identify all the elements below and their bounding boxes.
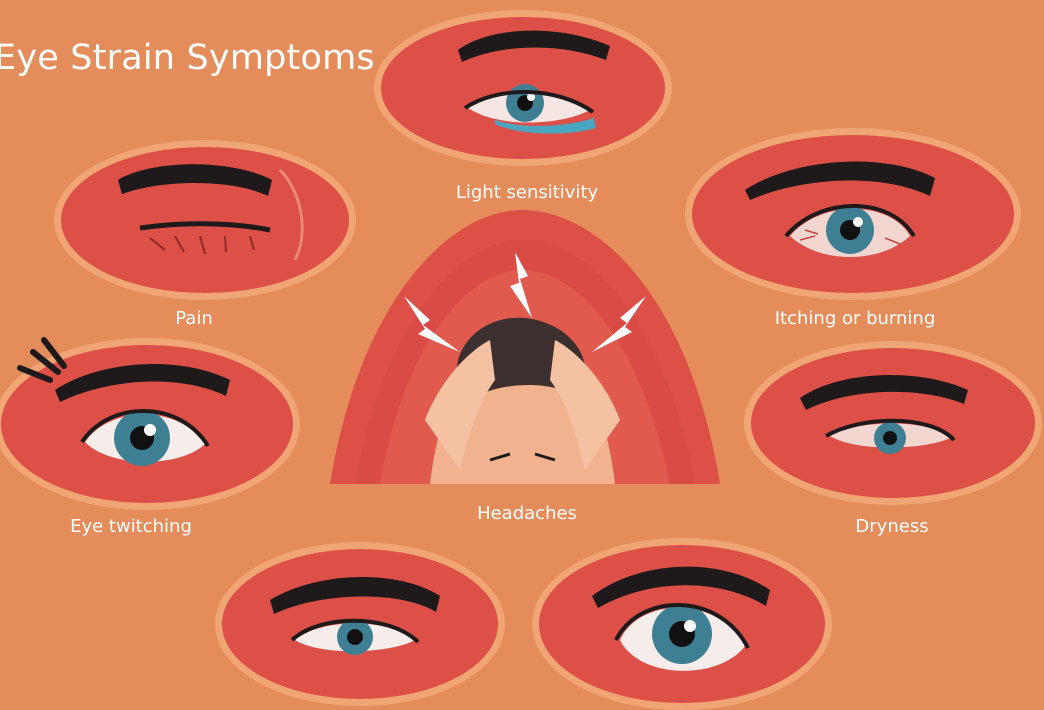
label-eye-twitching: Eye twitching xyxy=(70,516,192,537)
label-headaches: Headaches xyxy=(477,503,577,524)
page-title: Eye Strain Symptoms xyxy=(0,38,375,78)
headache-person-icon xyxy=(330,210,720,484)
bloodshot-eye-icon xyxy=(685,128,1021,300)
tired-eye-icon xyxy=(215,542,505,706)
label-itching-or-burning: Itching or burning xyxy=(774,308,936,329)
wide-eye-icon xyxy=(532,538,832,710)
label-dryness: Dryness xyxy=(855,516,929,537)
dry-eye-icon xyxy=(744,341,1042,505)
teary-eye-icon xyxy=(374,10,672,166)
label-pain: Pain xyxy=(175,308,213,329)
squinting-eye-icon xyxy=(54,140,356,300)
twitching-eye-icon xyxy=(0,337,300,510)
label-light-sensitivity: Light sensitivity xyxy=(455,182,599,203)
